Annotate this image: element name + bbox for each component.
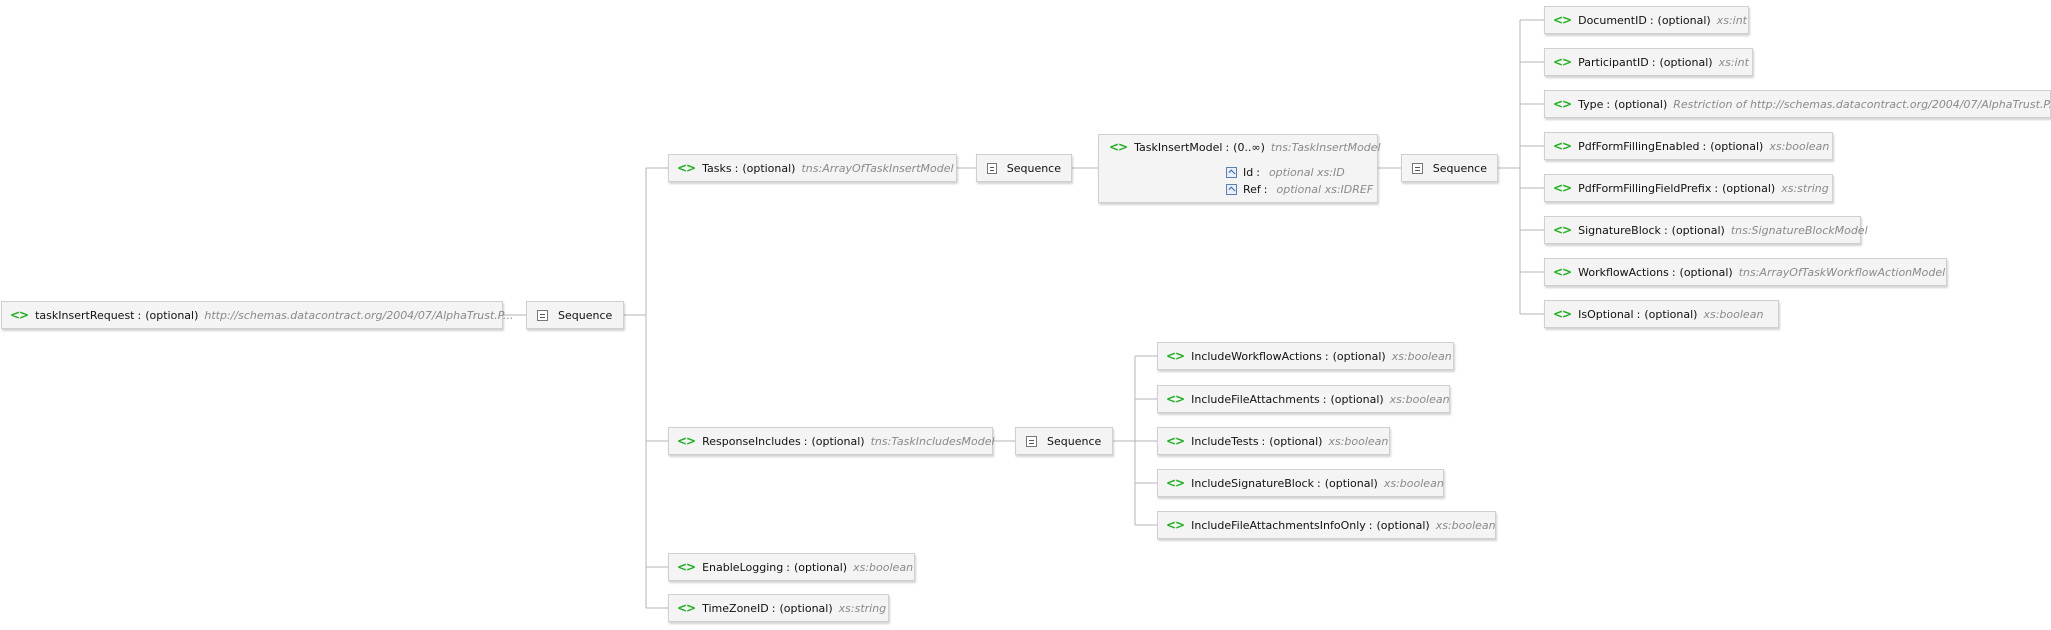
pdf-form-filling-field-prefix-element-node[interactable]: <> PdfFormFillingFieldPrefix: (optional)… — [1544, 174, 1833, 202]
sequence-label: Sequence — [1432, 161, 1487, 175]
element-type: tns:ArrayOfTaskInsertModel — [801, 161, 954, 175]
sequence-label: Sequence — [558, 308, 613, 322]
element-icon: <> — [1553, 55, 1572, 69]
sequence-label: Sequence — [1006, 161, 1061, 175]
include-tests-element-node[interactable]: <> IncludeTests: (optional) xs:boolean — [1157, 427, 1390, 455]
tasks-element-node[interactable]: <> Tasks: (optional) tns:ArrayOfTaskInse… — [668, 154, 957, 182]
enable-logging-element-node[interactable]: <> EnableLogging: (optional) xs:boolean — [668, 553, 915, 581]
attribute-ref[interactable]: Ref: optional xs:IDREF — [1226, 182, 1373, 196]
sequence-icon — [537, 309, 548, 321]
document-id-element-node[interactable]: <> DocumentID: (optional) xs:int — [1544, 6, 1749, 34]
include-signature-block-element-node[interactable]: <> IncludeSignatureBlock: (optional) xs:… — [1157, 469, 1444, 497]
type-element-node[interactable]: <> Type: (optional) Restriction of http:… — [1544, 90, 2051, 118]
element-occurrence: (optional) — [145, 308, 199, 322]
response-includes-sequence-node[interactable]: Sequence — [1015, 427, 1113, 455]
element-name: taskInsertRequest — [35, 308, 135, 322]
element-icon: <> — [677, 434, 696, 448]
pdf-form-filling-enabled-element-node[interactable]: <> PdfFormFillingEnabled: (optional) xs:… — [1544, 132, 1833, 160]
element-icon: <> — [1553, 265, 1572, 279]
task-insert-model-node[interactable]: <> TaskInsertModel: (0..∞) tns:TaskInser… — [1098, 134, 1381, 203]
task-insert-model-header: <> TaskInsertModel: (0..∞) tns:TaskInser… — [1109, 140, 1381, 154]
element-icon: <> — [1166, 392, 1185, 406]
is-optional-element-node[interactable]: <> IsOptional: (optional) xs:boolean — [1544, 300, 1779, 328]
element-icon: <> — [1553, 139, 1572, 153]
participant-id-element-node[interactable]: <> ParticipantID: (optional) xs:int — [1544, 48, 1753, 76]
attribute-icon — [1226, 183, 1237, 195]
sequence-icon — [1026, 435, 1037, 447]
sequence-icon — [987, 162, 997, 174]
element-icon: <> — [677, 161, 696, 175]
include-file-attachments-info-only-element-node[interactable]: <> IncludeFileAttachmentsInfoOnly: (opti… — [1157, 511, 1496, 539]
include-file-attachments-element-node[interactable]: <> IncludeFileAttachments: (optional) xs… — [1157, 385, 1450, 413]
element-occurrence: (optional) — [742, 161, 796, 175]
element-icon: <> — [1166, 476, 1185, 490]
time-zone-id-element-node[interactable]: <> TimeZoneID: (optional) xs:string — [668, 594, 889, 622]
sequence-label: Sequence — [1047, 434, 1102, 448]
include-workflow-actions-element-node[interactable]: <> IncludeWorkflowActions: (optional) xs… — [1157, 342, 1454, 370]
element-icon: <> — [1166, 518, 1185, 532]
element-icon: <> — [677, 601, 696, 615]
workflow-actions-element-node[interactable]: <> WorkflowActions: (optional) tns:Array… — [1544, 258, 1947, 286]
element-name: Tasks — [702, 161, 732, 175]
element-icon: <> — [1166, 349, 1185, 363]
element-icon: <> — [677, 560, 696, 574]
attribute-icon — [1226, 166, 1237, 178]
tasks-sequence-node[interactable]: Sequence — [976, 154, 1072, 182]
element-icon: <> — [10, 308, 29, 322]
element-icon: <> — [1553, 307, 1572, 321]
element-occurrence: (0..∞) — [1233, 140, 1265, 154]
element-icon: <> — [1553, 97, 1572, 111]
sequence-icon — [1412, 162, 1423, 174]
element-icon: <> — [1166, 434, 1185, 448]
element-icon: <> — [1109, 140, 1128, 154]
element-icon: <> — [1553, 13, 1572, 27]
element-type: tns:TaskInsertModel — [1270, 140, 1381, 154]
element-name: TaskInsertModel — [1134, 140, 1223, 154]
response-includes-element-node[interactable]: <> ResponseIncludes: (optional) tns:Task… — [668, 427, 995, 455]
element-icon: <> — [1553, 181, 1572, 195]
root-element-node[interactable]: <> taskInsertRequest: (optional) http://… — [1, 301, 513, 329]
task-model-sequence-node[interactable]: Sequence — [1401, 154, 1498, 182]
element-icon: <> — [1553, 223, 1572, 237]
element-type: http://schemas.datacontract.org/2004/07/… — [204, 308, 514, 322]
attribute-id[interactable]: Id: optional xs:ID — [1226, 165, 1345, 179]
signature-block-element-node[interactable]: <> SignatureBlock: (optional) tns:Signat… — [1544, 216, 1868, 244]
root-sequence-node[interactable]: Sequence — [526, 301, 624, 329]
